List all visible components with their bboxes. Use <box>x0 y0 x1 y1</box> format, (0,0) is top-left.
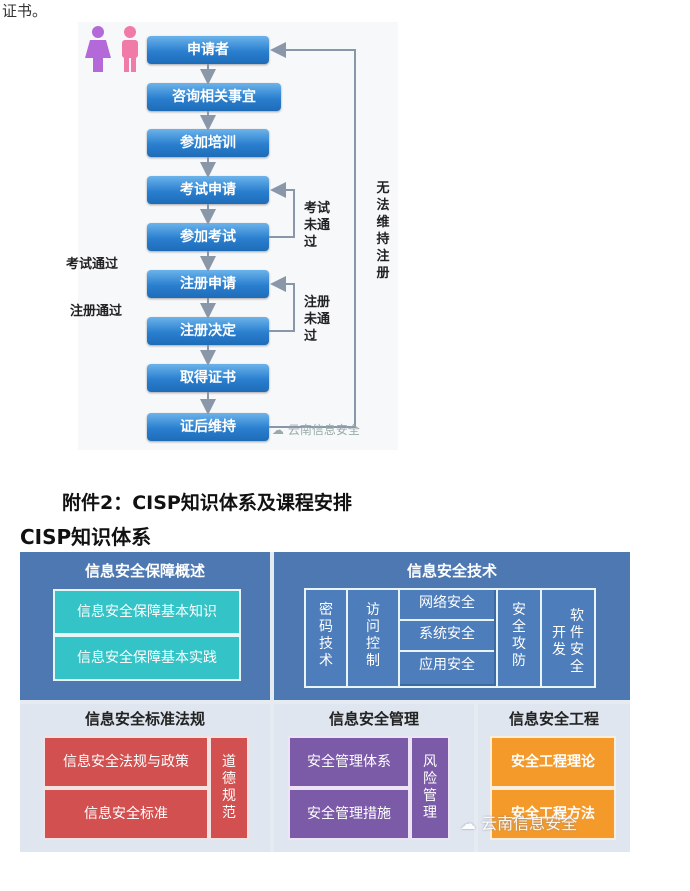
wechat-icon: ☁ <box>272 423 288 437</box>
label-maintain-fail-char: 持 <box>376 232 390 247</box>
wechat-icon: ☁ <box>460 814 482 833</box>
mgmt-title: 信息安全管理 <box>328 710 419 728</box>
overview-item: 信息安全保障基本知识 <box>53 589 241 635</box>
tech-access-char: 制 <box>366 653 380 669</box>
label-exam-fail-line: 考试 <box>304 201 331 216</box>
tech-crypto-char: 码 <box>319 619 333 635</box>
flow-step-training: 参加培训 <box>147 129 269 157</box>
tech-crypto-char: 密 <box>319 602 333 618</box>
tech-soft-char: 件 <box>570 625 584 641</box>
tech-panel: 信息安全技术 密码技术 访问控制 网络安全 系统安全 应用安全 安全攻防 <box>274 552 630 700</box>
label-exam-fail: 考试 未通 过 <box>304 200 330 251</box>
overview-title: 信息安全保障概述 <box>84 562 205 580</box>
eng-item: 安全工程理论 <box>490 736 616 788</box>
tech-soft-char: 开 <box>552 625 566 641</box>
tech-soft-char: 发 <box>552 642 566 658</box>
tech-attack-char: 安 <box>512 602 526 618</box>
tech-system: 系统安全 <box>400 621 494 652</box>
tech-attack-char: 全 <box>512 619 526 635</box>
tech-crypto-char: 术 <box>319 653 333 669</box>
flow-step-maintain: 证后维持 <box>147 413 269 441</box>
mgmt-risk-char: 险 <box>423 771 437 787</box>
label-reg-fail: 注册 未通 过 <box>304 294 330 345</box>
label-exam-fail-line: 过 <box>304 235 318 250</box>
law-ethic-char: 德 <box>222 771 236 787</box>
tech-soft-char: 全 <box>570 659 584 675</box>
mgmt-risk-char: 管 <box>423 788 437 804</box>
law-item: 信息安全法规与政策 <box>43 736 209 788</box>
flow-step-reg-decision: 注册决定 <box>147 317 269 345</box>
tech-crypto: 密码技术 <box>306 590 348 686</box>
tech-access-char: 访 <box>366 602 380 618</box>
label-exam-pass: 考试通过 <box>66 257 119 272</box>
flow-step-certificate: 取得证书 <box>147 364 269 392</box>
law-item: 信息安全标准 <box>43 788 209 840</box>
tech-crypto-char: 技 <box>319 636 333 652</box>
law-ethic-char: 规 <box>222 788 236 804</box>
tech-title: 信息安全技术 <box>406 562 497 580</box>
overview-panel: 信息安全保障概述 信息安全保障基本知识 信息安全保障基本实践 <box>20 552 270 700</box>
appendix-heading: 附件2：CISP知识体系及课程安排 <box>62 492 352 514</box>
tech-access: 访问控制 <box>348 590 400 686</box>
label-maintain-fail-char: 法 <box>376 198 390 213</box>
eng-panel: 信息安全工程 安全工程理论 安全工程方法 <box>478 704 630 852</box>
label-reg-fail-line: 注册 <box>304 295 331 310</box>
flow-step-take-exam: 参加考试 <box>147 223 269 251</box>
section-heading: CISP知识体系 <box>20 525 152 549</box>
flow-step-reg-apply: 注册申请 <box>147 270 269 298</box>
tech-frame: 密码技术 访问控制 网络安全 系统安全 应用安全 安全攻防 开发 软件安全 <box>304 588 596 688</box>
label-exam-fail-line: 未通 <box>304 218 331 233</box>
tech-network: 网络安全 <box>400 590 494 621</box>
law-panel: 信息安全标准法规 信息安全法规与政策 信息安全标准 道德规范 <box>20 704 270 852</box>
flow-connectors <box>200 42 356 428</box>
label-maintain-fail-char: 无 <box>376 181 390 196</box>
intro-text: 证书。 <box>2 2 48 20</box>
label-maintain-fail-char: 册 <box>376 266 390 281</box>
mgmt-risk: 风险管理 <box>410 736 450 840</box>
flow-watermark-text: 云南信息安全 <box>287 423 360 437</box>
tech-attack: 安全攻防 <box>496 590 542 686</box>
tech-application: 应用安全 <box>400 652 494 684</box>
knowledge-system-diagram: 信息安全保障概述 信息安全保障基本知识 信息安全保障基本实践 信息安全技术 密码… <box>20 552 630 852</box>
law-ethic: 道德规范 <box>209 736 249 840</box>
label-reg-pass: 注册通过 <box>70 304 123 319</box>
flow-watermark: ☁ 云南信息安全 <box>272 421 360 438</box>
law-ethic-char: 范 <box>222 805 236 821</box>
mgmt-item: 安全管理体系 <box>288 736 410 788</box>
flow-step-applicant: 申请者 <box>147 36 269 64</box>
label-reg-fail-line: 未通 <box>304 312 331 327</box>
label-reg-fail-line: 过 <box>304 329 318 344</box>
tech-access-char: 问 <box>366 619 380 635</box>
tech-attack-char: 防 <box>512 653 526 669</box>
law-title: 信息安全标准法规 <box>84 710 205 728</box>
mgmt-panel: 信息安全管理 安全管理体系 安全管理措施 风险管理 <box>274 704 474 852</box>
mgmt-risk-char: 风 <box>423 754 437 770</box>
tech-soft-char: 安 <box>570 642 584 658</box>
tech-soft-char: 软 <box>570 608 584 624</box>
diagram-watermark: ☁ 云南信息安全 <box>460 810 577 834</box>
eng-title: 信息安全工程 <box>508 710 599 728</box>
tech-access-char: 控 <box>366 636 380 652</box>
label-maintain-fail: 无 法 维 持 注 册 <box>374 180 392 282</box>
applicant-people-icon <box>85 26 138 72</box>
eng-item: 安全工程方法 <box>490 788 616 840</box>
mgmt-risk-char: 理 <box>423 805 437 821</box>
tech-software: 开发 软件安全 <box>542 590 594 686</box>
flow-step-consult: 咨询相关事宜 <box>147 83 281 111</box>
mgmt-item: 安全管理措施 <box>288 788 410 840</box>
label-maintain-fail-char: 注 <box>376 249 390 264</box>
law-ethic-char: 道 <box>222 754 236 770</box>
label-maintain-fail-char: 维 <box>376 215 390 230</box>
overview-item: 信息安全保障基本实践 <box>53 635 241 681</box>
tech-attack-char: 攻 <box>512 636 526 652</box>
flow-step-exam-apply: 考试申请 <box>147 176 269 204</box>
diagram-watermark-text: 云南信息安全 <box>481 814 578 833</box>
